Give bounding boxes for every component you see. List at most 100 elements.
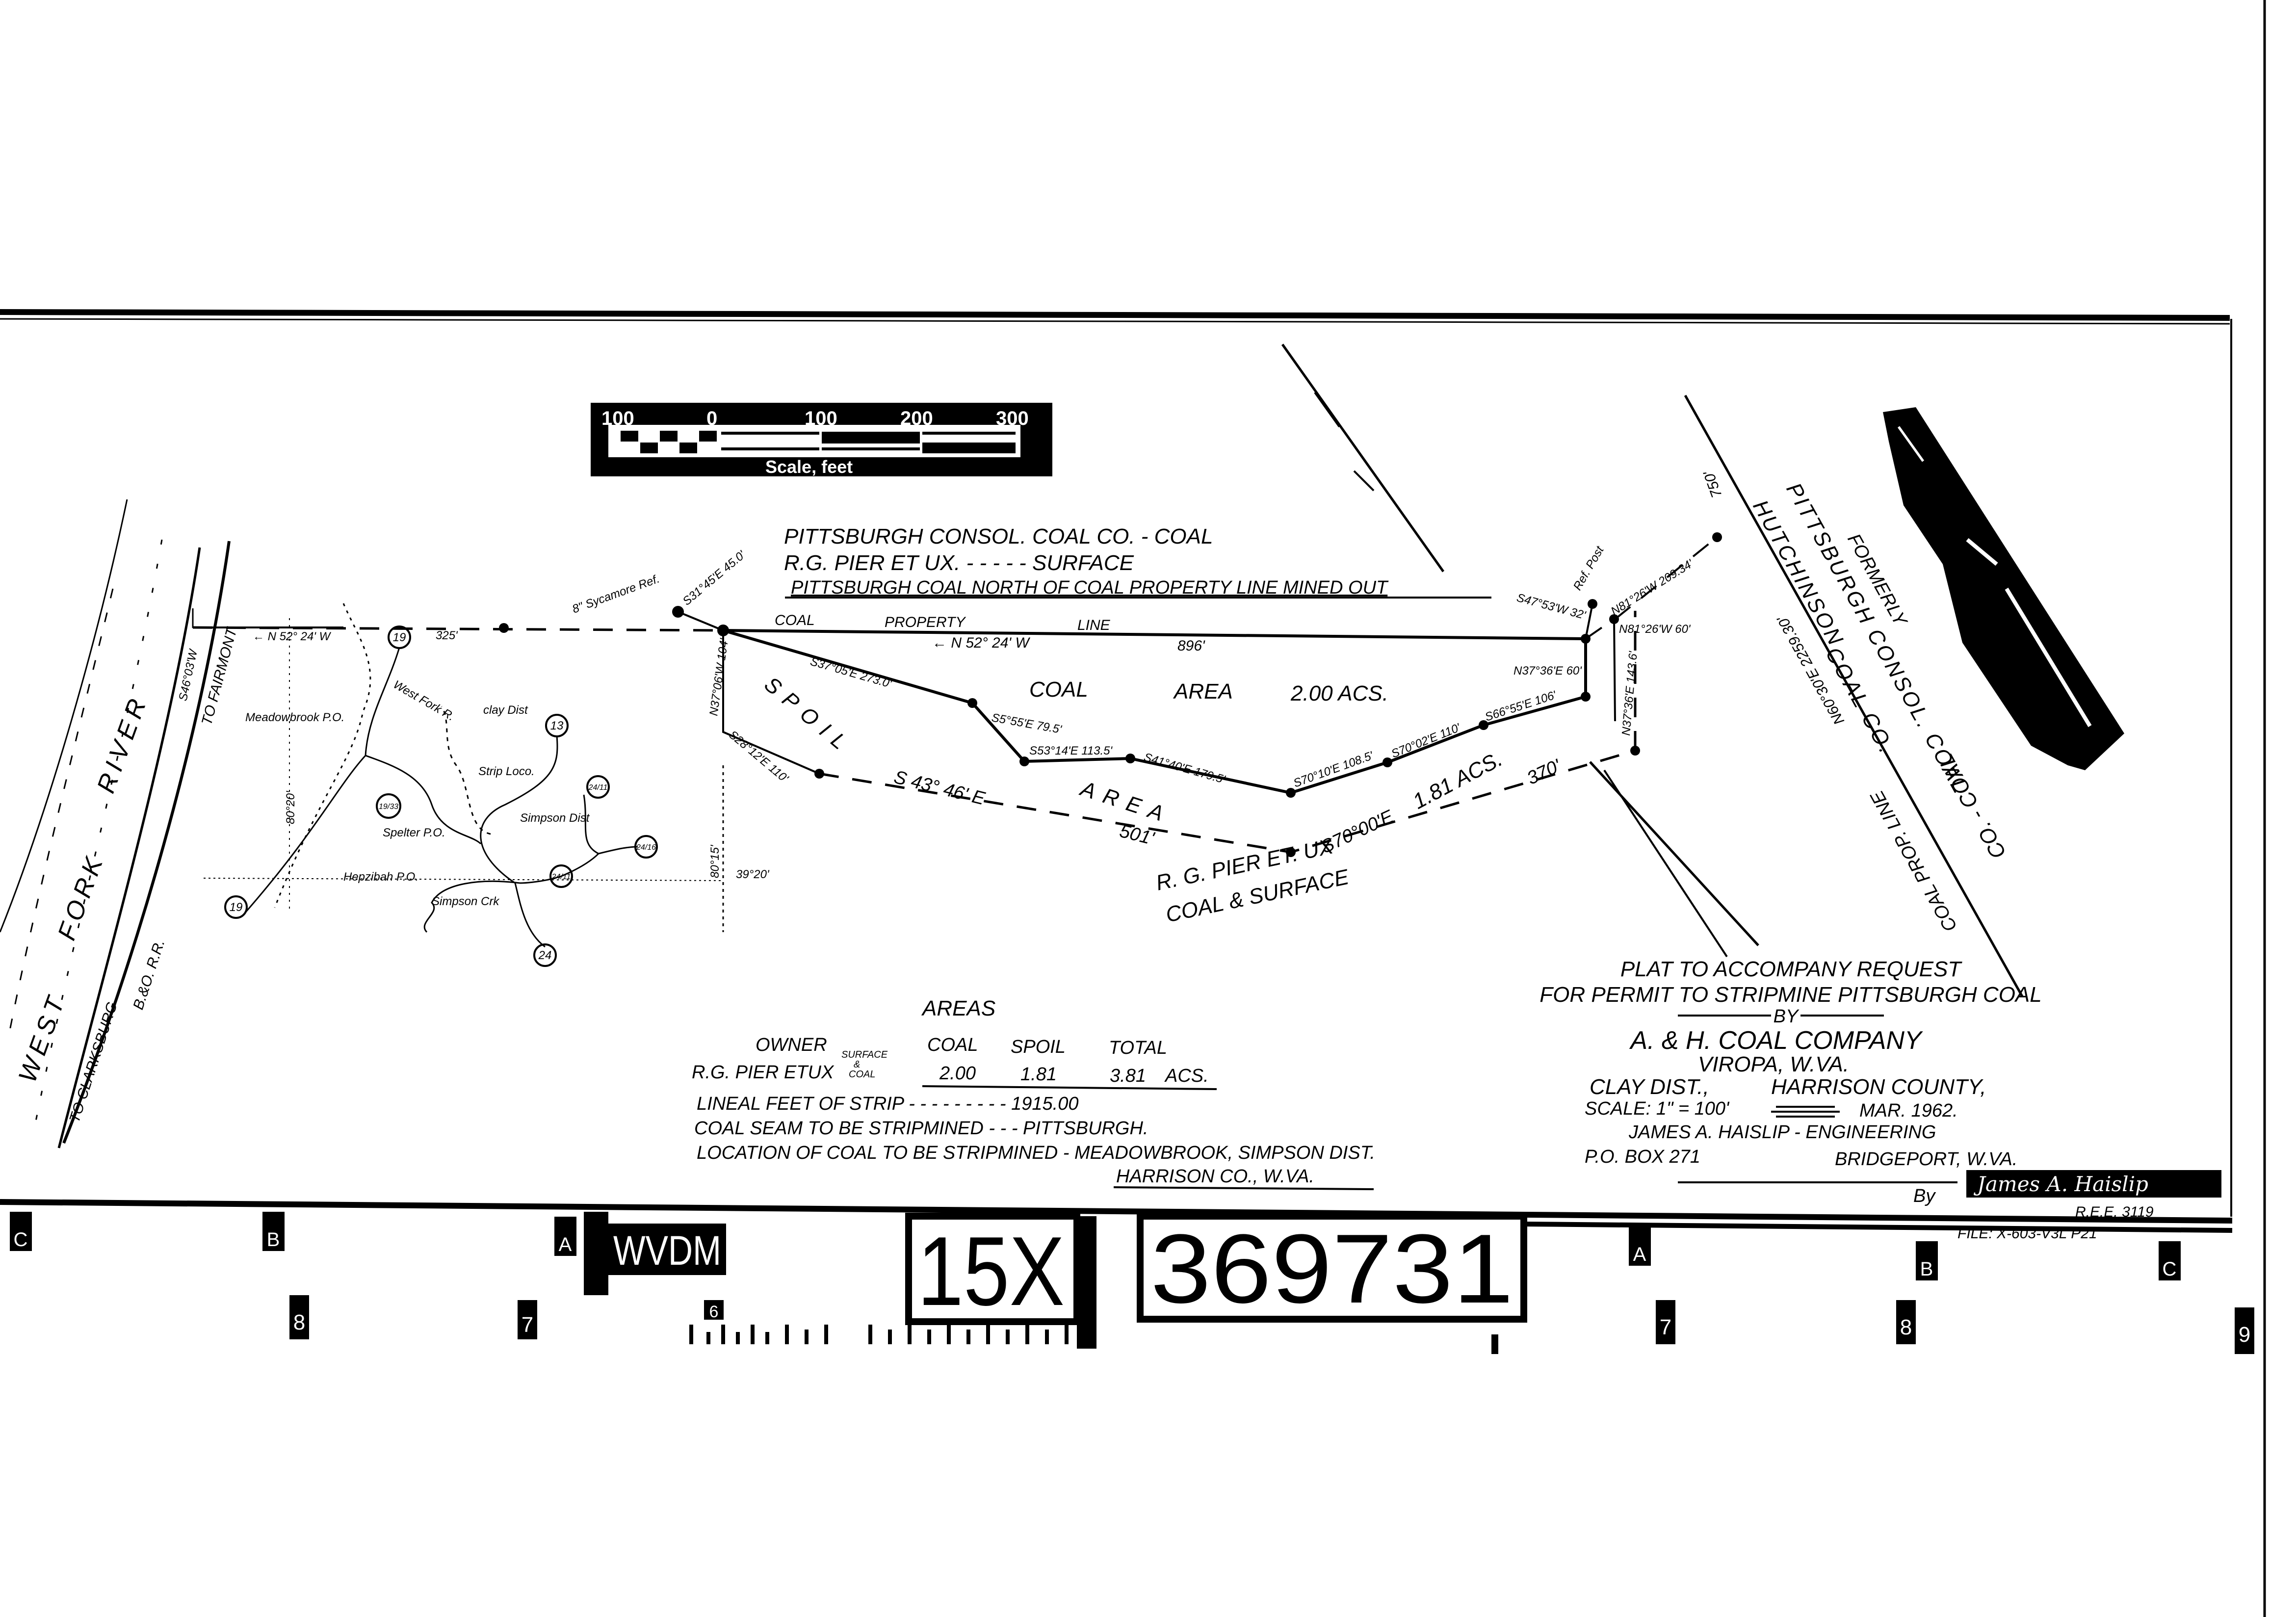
scale-tick: 300 [996, 408, 1029, 429]
areas-header-type: SURFACE [841, 1049, 888, 1060]
place-label: Spelter P.O. [383, 826, 445, 839]
scale-tick: 100 [601, 408, 634, 429]
place-label: Hepzibah P.O. [343, 870, 418, 884]
areas-header-spoil: SPOIL [1011, 1037, 1066, 1057]
longitude-label: 80°15' [708, 844, 722, 878]
areas-table: AREAS OWNER SURFACE & COAL COAL SPOIL TO… [692, 996, 1375, 1190]
survey-call: 370' [1524, 755, 1565, 789]
areas-header-type: COAL [849, 1069, 875, 1080]
survey-call: S5°55'E 79.5' [991, 711, 1063, 736]
route-marker: 19 [230, 901, 243, 914]
scale-tick: 100 [805, 408, 837, 429]
reference-post: Ref. Post [1571, 544, 1607, 593]
lineal-feet: LINEAL FEET OF STRIP - - - - - - - - - 1… [697, 1094, 1078, 1114]
property-line-label: COAL [775, 612, 815, 628]
route-marker: 24/16 [636, 843, 656, 852]
property-line-label: PROPERTY [885, 614, 966, 630]
spoil-area-label: SPOIL [760, 672, 858, 760]
tie-distance: 325' [436, 629, 458, 642]
latitude-label: 39°20' [736, 868, 770, 881]
route-marker: 24/11 [551, 873, 571, 881]
route-marker: 13 [550, 719, 564, 732]
river-label: WEST [13, 989, 72, 1087]
scan-artifact [1883, 407, 2124, 770]
areas-title: AREAS [921, 996, 995, 1020]
margin-letter: A [1633, 1244, 1646, 1265]
signature-block [1966, 1170, 2221, 1198]
margin-letter: B [267, 1229, 280, 1251]
areas-header-type: & [854, 1059, 860, 1070]
coal-location: LOCATION OF COAL TO BE STRIPMINED - MEAD… [697, 1143, 1375, 1163]
survey-call: N81°26'W 209.34' [1609, 557, 1696, 619]
legend-mined-out-note: PITTSBURGH COAL NORTH OF COAL PROPERTY L… [791, 577, 1389, 598]
scale-label: Scale, feet [765, 457, 853, 477]
east-adjoiner: CO. - COAL [1933, 750, 2011, 863]
route-markers: 19 13 19/33 24/11 24/16 24/11 24 19 [224, 626, 658, 967]
coal-area-label: AREA [1173, 679, 1233, 704]
margin-digit: 8 [293, 1310, 305, 1334]
engineer-signature: James A. Haislip [1973, 1172, 2148, 1196]
district: CLAY DIST., [1590, 1075, 1709, 1099]
margin-letter: C [2163, 1258, 2177, 1280]
agency-stamp: WVDM [613, 1227, 721, 1274]
margin-letter: B [1920, 1258, 1933, 1280]
survey-call: N37°36'E 60' [1513, 664, 1582, 678]
areas-total-value: 3.81 [1110, 1066, 1146, 1086]
survey-call: S41°40'E 179.5' [1142, 751, 1227, 786]
survey-call: N81°26'W 60' [1619, 623, 1691, 636]
areas-spoil-value: 1.81 [1020, 1064, 1057, 1085]
coal-area-label: COAL [1029, 678, 1088, 702]
scale-bar: 100 0 100 200 300 Scale, feet [591, 403, 1052, 477]
areas-owner: R.G. PIER ETUX [692, 1062, 835, 1083]
margin-digit: 6 [709, 1303, 719, 1321]
map-scale: SCALE: 1" = 100' [1585, 1098, 1730, 1119]
county: HARRISON COUNTY, [1771, 1075, 1986, 1099]
survey-call: S47°53'W 32' [1515, 591, 1588, 623]
company-name: A. & H. COAL COMPANY [1629, 1026, 1923, 1055]
legend-surface-owner: R.G. PIER ET UX. - - - - - SURFACE [784, 551, 1134, 575]
property-line-label: LINE [1077, 617, 1111, 633]
east-line-distance: 750' [1700, 468, 1725, 500]
route-marker: 19 [393, 631, 406, 644]
by-label: BY [1774, 1006, 1800, 1027]
survey-call: S 43° 46' E [892, 767, 988, 809]
city: BRIDGEPORT, W.VA. [1835, 1149, 2017, 1170]
route-marker: 24 [538, 949, 552, 962]
engineer: JAMES A. HAISLIP - ENGINEERING [1628, 1122, 1936, 1143]
coal-area-acres: 2.00 ACS. [1290, 681, 1388, 705]
longitude-label: 80°20' [284, 790, 297, 824]
margin-marks: C B A A B C 8 7 6 7 8 9 [10, 1212, 2254, 1354]
place-label: West Fork R. [391, 678, 457, 724]
route-marker: 19/33 [379, 803, 398, 811]
file-number: FILE: X-603-V3L P21 [1957, 1226, 2097, 1242]
scale-tick: 0 [706, 408, 717, 429]
areas-header-owner: OWNER [756, 1035, 827, 1055]
coal-seam: COAL SEAM TO BE STRIPMINED - - - PITTSBU… [694, 1118, 1148, 1139]
place-label: Simpson Crk [432, 895, 500, 908]
plat-title: FOR PERMIT TO STRIPMINE PITTSBURGH COAL [1539, 983, 2042, 1007]
coal-area-boundary [192, 532, 1722, 857]
property-line-bearing: ← N 52° 24' W [932, 635, 1030, 651]
river-label: RIVER [92, 691, 154, 797]
scale-tick: 200 [900, 408, 933, 429]
survey-call: S31°45'E 45.0' [680, 548, 749, 608]
plat-date: MAR. 1962. [1859, 1100, 1958, 1121]
survey-call: S53°14'E 113.5' [1029, 744, 1113, 757]
company-location: VIROPA, W.VA. [1698, 1052, 1849, 1076]
margin-digit: 8 [1900, 1315, 1912, 1339]
file-prefix: 15X [917, 1217, 1065, 1326]
river-label: FORK [52, 849, 110, 944]
place-label: Strip Loco. [478, 765, 535, 778]
margin-letter: A [559, 1234, 572, 1255]
survey-call: N37°06'W 104' [707, 637, 731, 716]
margin-digit: 7 [1660, 1315, 1671, 1339]
survey-call: N37°36'E 143.6' [1619, 650, 1640, 736]
property-line-distance: 896' [1177, 638, 1205, 654]
place-label: Simpson Dist [520, 811, 590, 825]
registration-number: R.E.E. 3119 [2075, 1204, 2154, 1220]
tie-bearing: ← N 52° 24' W [253, 630, 332, 643]
location-map: WEST FORK RIVER TO FAIRMONT TO CLARKSBUR… [0, 499, 770, 1148]
place-label: clay Dist [483, 704, 528, 717]
